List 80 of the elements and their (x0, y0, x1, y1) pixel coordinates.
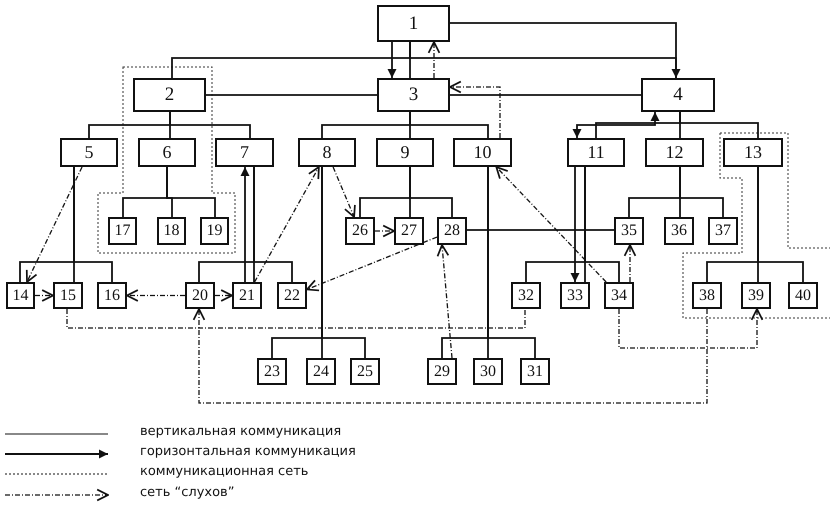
org-unit-box: 17 (108, 217, 137, 245)
legend-text: коммуникационная сеть (140, 464, 308, 479)
legend-text: горизонтальная коммуникация (140, 444, 356, 459)
org-unit-box: 18 (157, 217, 186, 245)
connector-line (757, 167, 804, 282)
org-unit-box: 26 (345, 217, 375, 245)
arrow (240, 167, 250, 282)
legend-text: вертикальная коммуникация (140, 424, 342, 439)
org-unit-box: 14 (6, 282, 35, 309)
connector-line (206, 94, 377, 96)
arrow (570, 167, 580, 282)
org-unit-box: 36 (664, 217, 694, 245)
connector-line (73, 167, 113, 282)
org-unit-box: 37 (708, 217, 738, 245)
org-unit-box: 23 (257, 358, 287, 385)
org-unit-box: 10 (453, 138, 512, 167)
arrow (254, 166, 320, 282)
org-unit-box: 2 (133, 78, 206, 112)
org-unit-box: 33 (560, 282, 590, 309)
connector-line (409, 167, 453, 217)
org-unit-box: 1 (377, 5, 450, 42)
org-unit-box: 39 (741, 282, 771, 309)
org-unit-box: 25 (350, 358, 380, 385)
org-unit-box: 27 (394, 217, 424, 245)
org-unit-box: 30 (473, 358, 503, 385)
arrow (618, 308, 764, 349)
arrow (192, 308, 708, 404)
org-unit-box: 12 (645, 138, 704, 167)
org-unit-box: 9 (376, 138, 434, 167)
org-unit-box: 31 (520, 358, 550, 385)
arrow (428, 41, 440, 78)
arrow (26, 166, 83, 283)
connector-line (409, 112, 489, 138)
arrow (450, 22, 680, 78)
connector-line (321, 167, 366, 358)
connector-line (253, 167, 293, 282)
connector-line (679, 167, 724, 217)
connector-line (679, 112, 759, 138)
org-unit-box: 6 (138, 138, 196, 167)
org-unit-box: 5 (60, 138, 118, 167)
org-unit-box: 34 (604, 282, 634, 309)
org-unit-box: 38 (692, 282, 722, 309)
org-unit-box: 15 (53, 282, 83, 309)
org-unit-box: 21 (232, 282, 262, 309)
org-unit-box: 19 (200, 217, 229, 245)
arrow (624, 244, 636, 282)
arrow (449, 80, 501, 138)
org-unit-box: 32 (511, 282, 541, 309)
org-unit-box: 28 (437, 217, 467, 245)
org-unit-box: 35 (614, 217, 644, 245)
connector-line (450, 94, 641, 96)
org-unit-box: 20 (185, 282, 215, 309)
org-unit-box: 11 (567, 138, 625, 167)
arrow (375, 224, 395, 238)
legend-text: сеть “слухов” (140, 485, 234, 500)
org-unit-box: 24 (306, 358, 336, 385)
connector-line (467, 229, 614, 231)
org-unit-box: 16 (97, 282, 127, 309)
arrow (306, 236, 438, 292)
arrow (126, 289, 185, 302)
arrow (332, 166, 356, 218)
org-unit-box: 40 (788, 282, 818, 309)
connector-line (487, 167, 536, 358)
connector-line (584, 167, 620, 282)
org-unit-box: 3 (377, 78, 450, 112)
arrow (215, 289, 233, 302)
arrow (495, 166, 607, 282)
arrow (436, 244, 453, 358)
org-unit-box: 13 (723, 138, 783, 167)
org-unit-box: 22 (277, 282, 307, 309)
org-unit-box: 7 (215, 138, 274, 167)
connector-line (66, 309, 526, 329)
arrow (35, 289, 54, 302)
org-unit-box: 29 (427, 358, 457, 385)
org-unit-box: 8 (298, 138, 356, 167)
arrow (572, 112, 660, 138)
connector-line (169, 112, 251, 138)
arrow (388, 42, 396, 78)
connector-line (166, 167, 216, 217)
org-unit-box: 4 (641, 78, 715, 112)
